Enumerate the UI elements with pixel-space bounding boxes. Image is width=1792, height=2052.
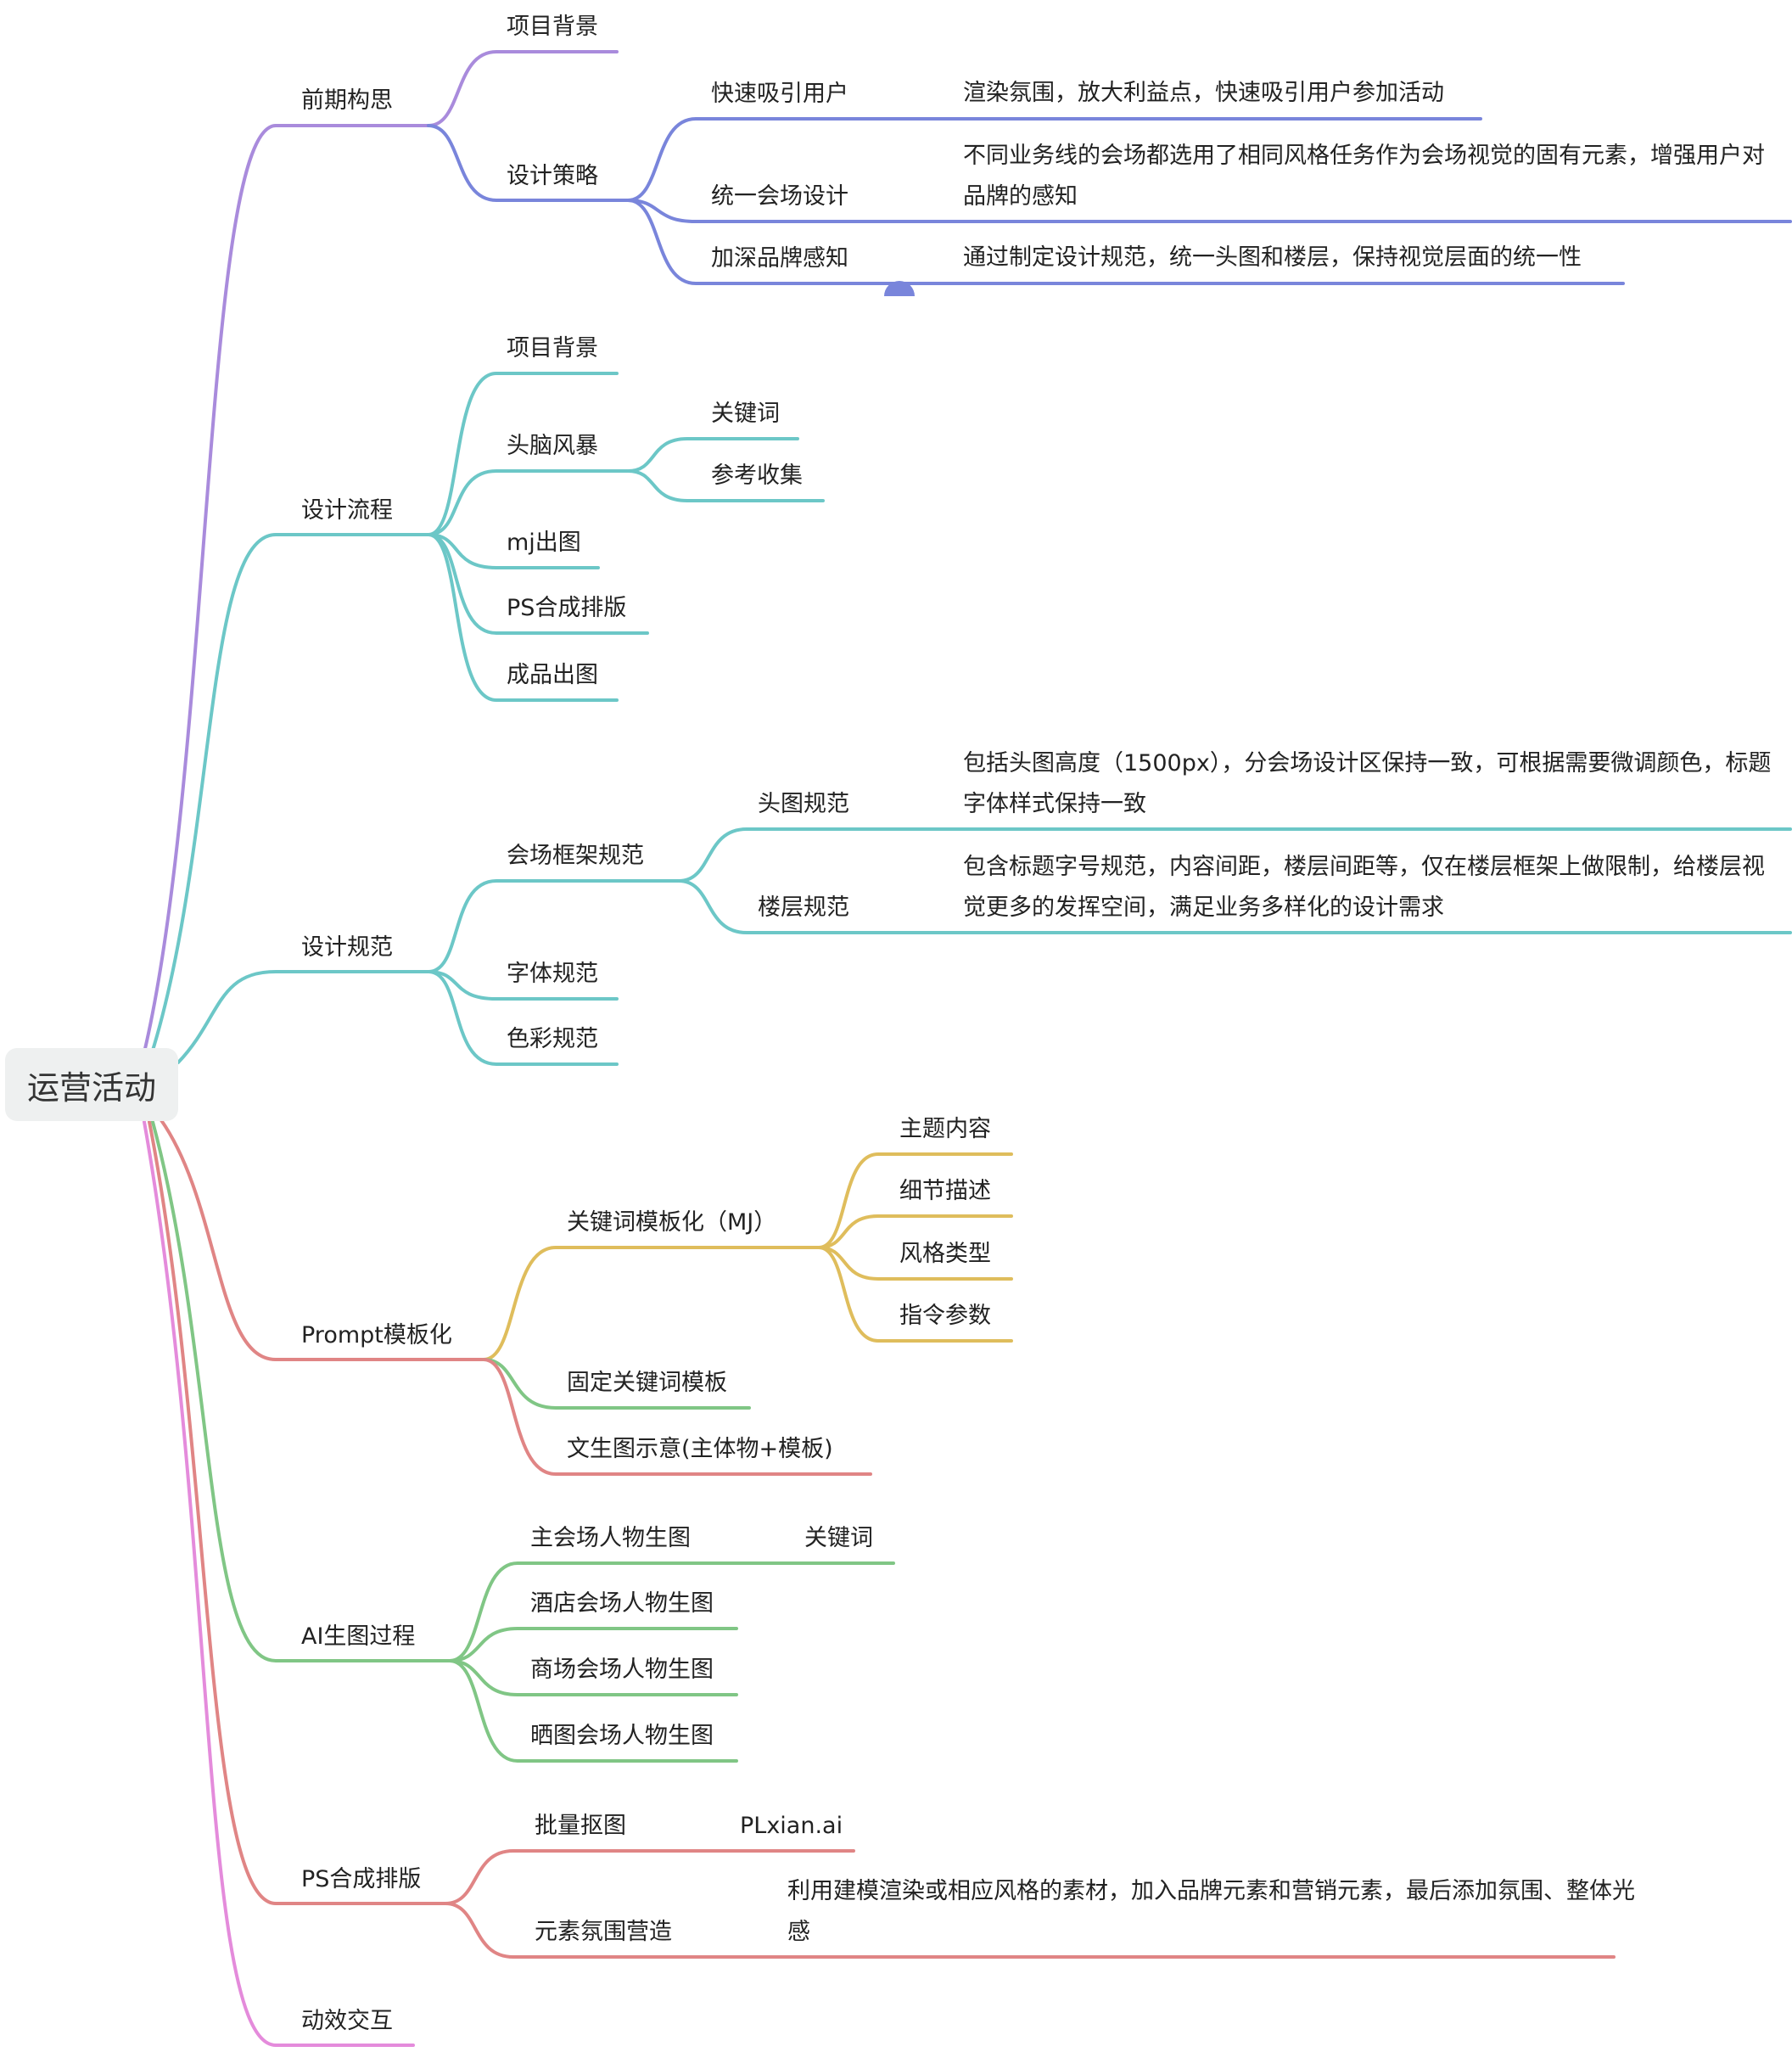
node-mj-output[interactable]: mj出图 xyxy=(507,530,581,556)
link-qqgs-xmbj xyxy=(427,50,619,127)
node-mall-venue-figure[interactable]: 商场会场人物生图 xyxy=(530,1657,714,1683)
link-sjgf-hckjgf xyxy=(427,879,680,973)
link-sjcl-jspp xyxy=(626,199,1625,285)
node-attract-users[interactable]: 快速吸引用户 xyxy=(711,81,848,107)
link-aisc-zhc xyxy=(448,1561,895,1662)
link-gjcmbh-fglx xyxy=(817,1246,1013,1281)
note-unified-venue-design: 不同业务线的会场都选用了相同风格任务作为会场视觉的固有元素，增强用户对品牌的感知 xyxy=(963,143,1765,210)
node-reference-collection[interactable]: 参考收集 xyxy=(711,463,803,489)
link-sjlc-xmbj xyxy=(427,372,619,536)
link-sjlc-mjct xyxy=(427,533,600,569)
link-tnfb-cksj xyxy=(626,469,825,502)
node-motion-interaction[interactable]: 动效交互 xyxy=(301,2008,393,2034)
link-sjlc-tnfb xyxy=(427,469,630,536)
link-qqgs-sjcl xyxy=(427,124,630,202)
link-prompt-gjcmbh xyxy=(482,1246,820,1361)
link-root-aisc xyxy=(151,1120,451,1662)
node-sheji-liucheng[interactable]: 设计流程 xyxy=(301,497,393,524)
note-brand-perception: 通过制定设计规范，统一头图和楼层，保持视觉层面的统一性 xyxy=(963,244,1582,271)
node-element-atmosphere[interactable]: 元素氛围营造 xyxy=(535,1919,672,1945)
link-gjcmbh-xjms xyxy=(817,1214,1013,1249)
node-design-strategy[interactable]: 设计策略 xyxy=(507,163,598,189)
node-plxian-ai[interactable]: PLxian.ai xyxy=(740,1813,843,1839)
link-sjcl-tyhcsj xyxy=(626,199,1792,223)
link-aisc-jdhc xyxy=(448,1627,738,1662)
link-pshc-plkt xyxy=(444,1849,855,1905)
link-pshc-ysfw xyxy=(444,1902,1616,1959)
root-node-label: 运营活动 xyxy=(26,1068,156,1107)
link-hckjgf-ttgf xyxy=(677,827,1792,883)
link-root-pshc xyxy=(148,1120,447,1905)
node-hotel-venue-figure[interactable]: 酒店会场人物生图 xyxy=(530,1590,714,1617)
node-venue-framework-spec[interactable]: 会场框架规范 xyxy=(507,843,644,869)
node-qianqi-gousi[interactable]: 前期构思 xyxy=(301,87,393,114)
root-node[interactable]: 运营活动 xyxy=(5,1048,178,1121)
node-prompt-template[interactable]: Prompt模板化 xyxy=(301,1322,452,1348)
node-header-image-spec[interactable]: 头图规范 xyxy=(758,791,849,817)
node-command-params[interactable]: 指令参数 xyxy=(899,1303,991,1329)
link-root-prompt xyxy=(160,1119,485,1361)
node-unified-venue-design[interactable]: 统一会场设计 xyxy=(711,183,848,210)
node-main-venue-figure[interactable]: 主会场人物生图 xyxy=(530,1525,691,1551)
link-tnfb-gjc xyxy=(626,437,799,473)
node-keyword-templating[interactable]: 关键词模板化（MJ） xyxy=(567,1209,777,1236)
node-batch-cutout[interactable]: 批量抠图 xyxy=(535,1813,626,1839)
node-keywords-2[interactable]: 关键词 xyxy=(804,1525,873,1551)
node-project-background-2[interactable]: 项目背景 xyxy=(507,335,598,362)
note-attract-users: 渲染氛围，放大利益点，快速吸引用户参加活动 xyxy=(963,80,1444,106)
link-sjcl-kszyh xyxy=(626,117,1482,202)
node-theme-content[interactable]: 主题内容 xyxy=(899,1116,991,1142)
note-header-image-spec: 包括头图高度（1500px），分会场设计区保持一致，可根据需要微调颜色，标题字体… xyxy=(963,750,1772,817)
link-root-dxjh xyxy=(143,1120,415,2047)
note-floor-spec: 包含标题字号规范，内容间距，楼层间距等，仅在楼层框架上做限制，给楼层视觉更多的发… xyxy=(963,854,1765,921)
node-brand-perception[interactable]: 加深品牌感知 xyxy=(711,245,848,272)
node-project-background-1[interactable]: 项目背景 xyxy=(507,14,598,40)
node-keywords-1[interactable]: 关键词 xyxy=(711,401,780,427)
link-root-sjgf xyxy=(176,970,430,1064)
link-sjgf-ztgf xyxy=(427,970,619,1001)
node-floor-spec[interactable]: 楼层规范 xyxy=(758,894,849,921)
node-text-to-image-example[interactable]: 文生图示意(主体物+模板) xyxy=(567,1436,833,1462)
node-final-output[interactable]: 成品出图 xyxy=(507,662,598,688)
link-sjlc-cpct xyxy=(427,533,619,702)
node-fixed-keyword-template[interactable]: 固定关键词模板 xyxy=(567,1370,727,1396)
link-aisc-sthc xyxy=(448,1659,738,1763)
node-brainstorm[interactable]: 头脑风暴 xyxy=(507,433,598,459)
link-root-sjlc xyxy=(149,533,430,1057)
collapse-knob-icon[interactable] xyxy=(882,269,916,298)
node-color-spec[interactable]: 色彩规范 xyxy=(507,1026,598,1052)
link-prompt-gdgjc xyxy=(482,1358,751,1410)
node-ai-generation[interactable]: AI生图过程 xyxy=(301,1623,416,1650)
link-root-qqgs xyxy=(143,124,430,1054)
link-sjlc-pshcpb xyxy=(427,533,649,635)
link-sjgf-scgf xyxy=(427,970,619,1066)
node-ps-layout[interactable]: PS合成排版 xyxy=(507,595,627,621)
node-showcase-venue-figure[interactable]: 晒图会场人物生图 xyxy=(530,1723,714,1749)
link-gjcmbh-zlcs xyxy=(817,1246,1013,1343)
node-font-spec[interactable]: 字体规范 xyxy=(507,961,598,987)
link-gjcmbh-ztnr xyxy=(817,1152,1013,1249)
node-style-type[interactable]: 风格类型 xyxy=(899,1241,991,1267)
link-prompt-wstsy xyxy=(482,1358,872,1476)
link-aisc-schc xyxy=(448,1659,738,1696)
node-ps-composite[interactable]: PS合成排版 xyxy=(301,1866,422,1892)
link-hckjgf-lcgf xyxy=(677,879,1792,934)
note-element-atmosphere: 利用建模渲染或相应风格的素材，加入品牌元素和营销元素，最后添加氛围、整体光感 xyxy=(787,1878,1635,1945)
node-detail-description[interactable]: 细节描述 xyxy=(899,1178,991,1204)
node-sheji-guifan[interactable]: 设计规范 xyxy=(301,934,393,961)
